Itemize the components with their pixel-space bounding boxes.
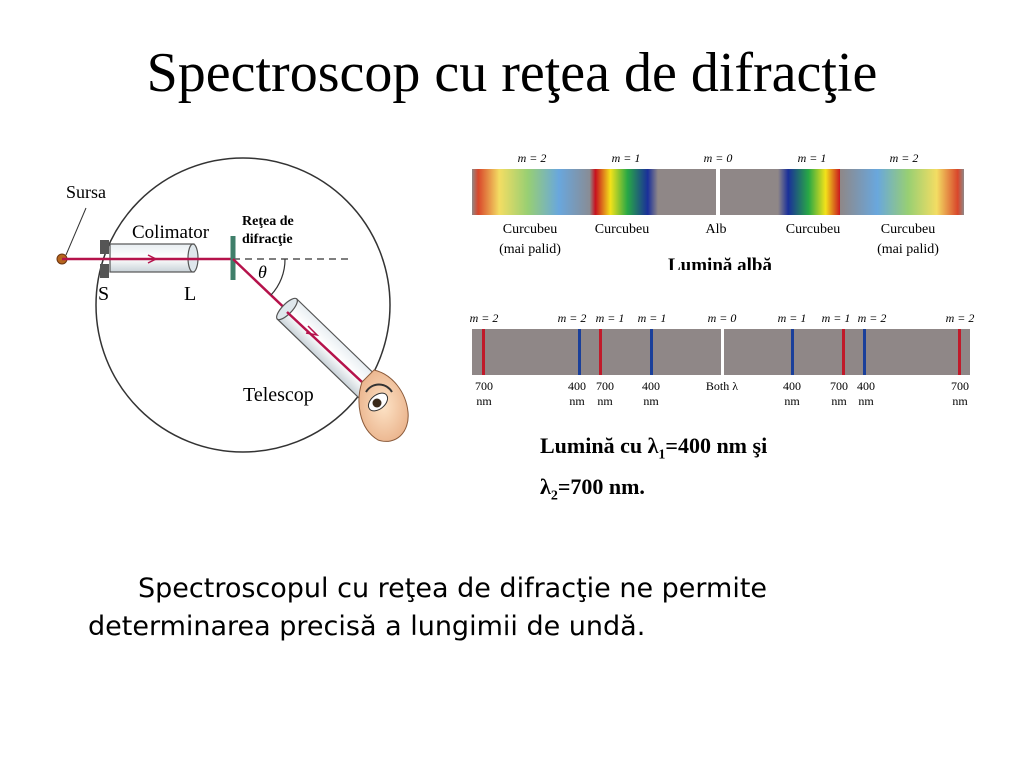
lambda-subscript-2: 2 bbox=[550, 488, 558, 504]
tl-line-red-m1-right bbox=[842, 329, 845, 375]
tl-order-label-7: m = 2 bbox=[858, 311, 887, 325]
tl-tick-7-value: 400 bbox=[857, 379, 875, 393]
wl-rainbow-m2-left bbox=[472, 169, 596, 215]
lens-label: L bbox=[184, 283, 196, 305]
tl-tick-8-value: 700 bbox=[951, 379, 969, 393]
caption-prefix: Lumină cu bbox=[540, 433, 648, 458]
tl-tick-2-value: 700 bbox=[596, 379, 614, 393]
tl-line-red-m1-left bbox=[599, 329, 602, 375]
tl-tick-0-value: 700 bbox=[475, 379, 493, 393]
wl-label-4-line2: (mai palid) bbox=[877, 242, 939, 257]
tl-line-white-m0 bbox=[721, 329, 724, 375]
caption-line1-suffix: =400 nm şi bbox=[665, 433, 768, 458]
tl-line-red-m2-left bbox=[482, 329, 485, 375]
slit-label: S bbox=[98, 283, 109, 305]
incident-ray-arrow bbox=[147, 254, 158, 264]
wl-rainbow-m1-left bbox=[590, 169, 658, 215]
tl-line-red-m2-right bbox=[958, 329, 961, 375]
tl-order-label-3: m = 1 bbox=[638, 311, 667, 325]
angle-arc bbox=[270, 258, 286, 296]
wl-label-4-line1: Curcubeu bbox=[881, 222, 935, 237]
tl-tick-1-unit: nm bbox=[569, 394, 585, 408]
wl-order-label-4: m = 2 bbox=[890, 151, 919, 165]
lambda-symbol-1: λ bbox=[647, 433, 659, 458]
tl-order-label-2: m = 1 bbox=[596, 311, 625, 325]
tl-tick-6-unit: nm bbox=[831, 394, 847, 408]
wl-order-label-3: m = 1 bbox=[798, 151, 827, 165]
tl-order-label-6: m = 1 bbox=[822, 311, 851, 325]
tl-tick-0-unit: nm bbox=[476, 394, 492, 408]
wl-order-label-0: m = 2 bbox=[518, 151, 547, 165]
source-pointer bbox=[65, 207, 87, 256]
wl-label-0-line1: Curcubeu bbox=[503, 222, 557, 237]
wl-order-label-1: m = 1 bbox=[612, 151, 641, 165]
caption-line-2: λ2=700 nm. bbox=[540, 471, 860, 512]
two-line-caption: Lumină cu λ1=400 nm şi λ2=700 nm. bbox=[540, 430, 860, 513]
wl-label-2-line1: Alb bbox=[706, 222, 727, 237]
tl-line-blue-m2-right bbox=[863, 329, 866, 375]
tl-tick-3-unit: nm bbox=[643, 394, 659, 408]
caption-line-1: Lumină cu λ1=400 nm şi bbox=[540, 430, 860, 471]
spectrometer-table bbox=[95, 157, 391, 453]
lambda-symbol-2: λ bbox=[540, 474, 551, 500]
tl-tick-3-value: 400 bbox=[642, 379, 660, 393]
grating-label-line1: Reţea de bbox=[242, 214, 294, 229]
tl-tick-4-value: Both λ bbox=[706, 379, 738, 393]
tl-tick-5-value: 400 bbox=[783, 379, 801, 393]
caption-line2-suffix: =700 nm. bbox=[557, 474, 645, 500]
tl-line-blue-m2-left bbox=[578, 329, 581, 375]
wl-label-1-line1: Curcubeu bbox=[595, 222, 649, 237]
body-text: Spectroscopul cu reţea de difracţie ne p… bbox=[88, 573, 768, 642]
tl-order-label-1: m = 2 bbox=[558, 311, 587, 325]
white-light-spectrum: m = 2 m = 1 m = 0 m = 1 m = 2 Curcubeu (… bbox=[472, 151, 964, 270]
wl-label-3-line1: Curcubeu bbox=[786, 222, 840, 237]
wl-caption: Lumină albă bbox=[668, 255, 773, 270]
tl-tick-8-unit: nm bbox=[952, 394, 968, 408]
body-paragraph: Spectroscopul cu reţea de difracţie ne p… bbox=[88, 570, 948, 646]
angle-label: θ bbox=[258, 262, 267, 282]
slit-top bbox=[100, 240, 109, 254]
tl-order-label-4: m = 0 bbox=[708, 311, 737, 325]
telescope-ray-arrow bbox=[305, 325, 320, 337]
tl-tick-6-value: 700 bbox=[830, 379, 848, 393]
tl-tick-5-unit: nm bbox=[784, 394, 800, 408]
lambda-subscript-1: 1 bbox=[658, 447, 666, 463]
collimator-label: Colimator bbox=[132, 222, 210, 243]
tl-tick-1-value: 400 bbox=[568, 379, 586, 393]
spectroscope-diagram: Sursa Colimator Reţea de difracţie θ S L… bbox=[56, 157, 409, 453]
grating-label-line2: difracţie bbox=[242, 232, 293, 247]
tl-order-label-0: m = 2 bbox=[470, 311, 499, 325]
tl-tick-7-unit: nm bbox=[858, 394, 874, 408]
slit-bottom bbox=[100, 264, 109, 278]
tl-line-blue-m1-left bbox=[650, 329, 653, 375]
wl-white-line bbox=[716, 169, 720, 215]
tl-order-label-5: m = 1 bbox=[778, 311, 807, 325]
tl-order-label-8: m = 2 bbox=[946, 311, 975, 325]
source-label: Sursa bbox=[66, 182, 106, 202]
tl-tick-2-unit: nm bbox=[597, 394, 613, 408]
telescope-label: Telescop bbox=[243, 384, 314, 406]
page-title: Spectroscop cu reţea de difracţie bbox=[146, 42, 878, 104]
two-line-spectrum: m = 2 m = 2 m = 1 m = 1 m = 0 m = 1 m = … bbox=[470, 311, 975, 408]
telescope-ray bbox=[286, 311, 363, 383]
tl-line-blue-m1-right bbox=[791, 329, 794, 375]
eye-icon bbox=[358, 369, 409, 442]
wl-order-label-2: m = 0 bbox=[704, 151, 733, 165]
wl-label-0-line2: (mai palid) bbox=[499, 242, 561, 257]
wl-rainbow-m1-right bbox=[778, 169, 846, 215]
wl-rainbow-m2-right bbox=[840, 169, 964, 215]
